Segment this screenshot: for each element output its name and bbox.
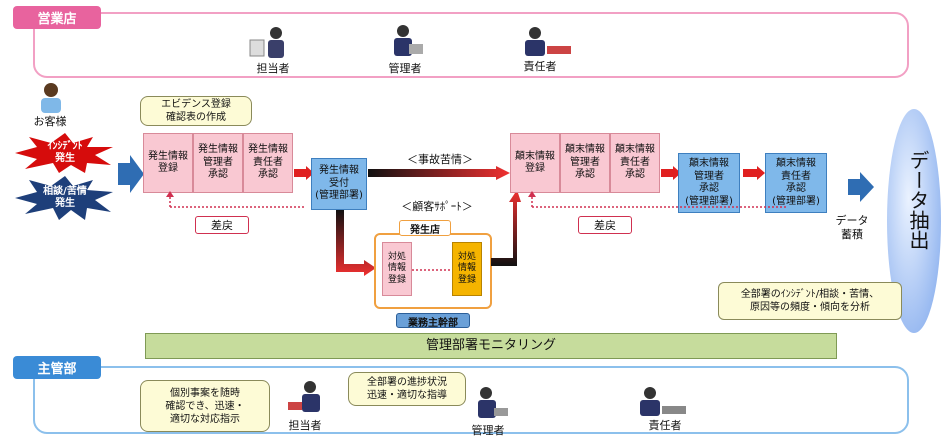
hq-frame <box>33 366 909 434</box>
branch-frame <box>33 12 909 78</box>
occur-manager-box: 発生情報 管理者 承認 <box>193 133 243 193</box>
arrow-to-hq-manager <box>661 166 681 180</box>
customer-icon <box>41 83 61 113</box>
support-label: ＜顧客ｻﾎﾟｰﾄ＞ <box>401 200 473 213</box>
monitoring-bar: 管理部署モニタリング <box>145 333 837 359</box>
data-extract-ellipse <box>887 109 941 333</box>
branch-role-manager: 管理者 <box>388 62 422 75</box>
result-director-box: 顛末情報 責任者 承認 <box>610 133 660 193</box>
data-extract-label: データ抽出 <box>906 150 930 250</box>
handling-main-box: 対処 情報 登録 <box>452 242 482 296</box>
arrow-to-hq-director <box>743 166 765 180</box>
individual-callout: 個別事案を随時 確認でき、迅速・ 適切な対応指示 <box>140 380 270 432</box>
result-hq-director-box: 顛末情報 責任者 承認 (管理部署) <box>765 153 827 213</box>
branch-section-title: 営業店 <box>13 6 101 29</box>
incident-burst-icon <box>15 133 113 173</box>
storage-arrow-icon <box>848 172 874 202</box>
support-arrow <box>336 210 376 276</box>
branch-role-director: 責任者 <box>523 60 557 73</box>
accident-arrow <box>368 166 510 180</box>
return-label-left: 差戻 <box>195 216 249 234</box>
main-dept-tag: 業務主幹部 <box>396 313 470 329</box>
entry-arrow-icon <box>118 155 144 193</box>
result-register-box: 顛末情報 登録 <box>510 133 560 193</box>
progress-callout: 全部署の進捗状況 迅速・適切な指導 <box>348 372 466 406</box>
handling-dotted-line <box>412 269 452 271</box>
result-manager-box: 顛末情報 管理者 承認 <box>560 133 610 193</box>
hq-manager-icon <box>478 387 508 418</box>
occur-director-box: 発生情報 責任者 承認 <box>243 133 293 193</box>
return-label-right: 差戻 <box>578 216 632 234</box>
hq-role-clerk: 担当者 <box>288 419 322 432</box>
handling-branch-box: 対処 情報 登録 <box>382 242 412 296</box>
return-dotted-line-right <box>528 191 786 208</box>
hq-role-director: 責任者 <box>648 419 682 432</box>
analysis-callout: 全部署のｲﾝｼﾃﾞﾝﾄ/相談・苦情、 原因等の頻度・傾向を分析 <box>718 282 902 320</box>
person-manager-icon <box>394 25 423 56</box>
branch-role-clerk: 担当者 <box>256 62 290 75</box>
consult-burst-icon <box>15 176 113 220</box>
person-clerk-icon <box>249 27 284 58</box>
evidence-callout: エビデンス登録 確認表の作成 <box>140 96 252 126</box>
hq-clerk-icon <box>288 381 320 412</box>
incident-occur-label: ｲﾝｼﾃﾞﾝﾄ 発生 <box>47 140 83 165</box>
return-dotted-line-left <box>166 191 306 208</box>
occur-register-box: 発生情報 登録 <box>143 133 193 193</box>
result-hq-manager-box: 顛末情報 管理者 承認 (管理部署) <box>678 153 740 213</box>
hq-section-title: 主管部 <box>13 356 101 379</box>
hq-role-manager: 管理者 <box>471 424 505 437</box>
hq-director-icon <box>640 387 686 416</box>
consult-occur-label: 相談/苦情 発生 <box>43 185 87 210</box>
support-return-arrow <box>491 190 521 266</box>
customer-label: お客様 <box>33 115 67 128</box>
branch-tag: 発生店 <box>399 220 451 236</box>
reception-box: 発生情報 受付 (管理部署) <box>311 158 367 210</box>
person-director-icon <box>525 27 571 56</box>
arrow-to-reception <box>294 166 314 180</box>
accident-label: ＜事故苦情＞ <box>407 153 473 166</box>
storage-label: データ 蓄積 <box>835 214 869 241</box>
